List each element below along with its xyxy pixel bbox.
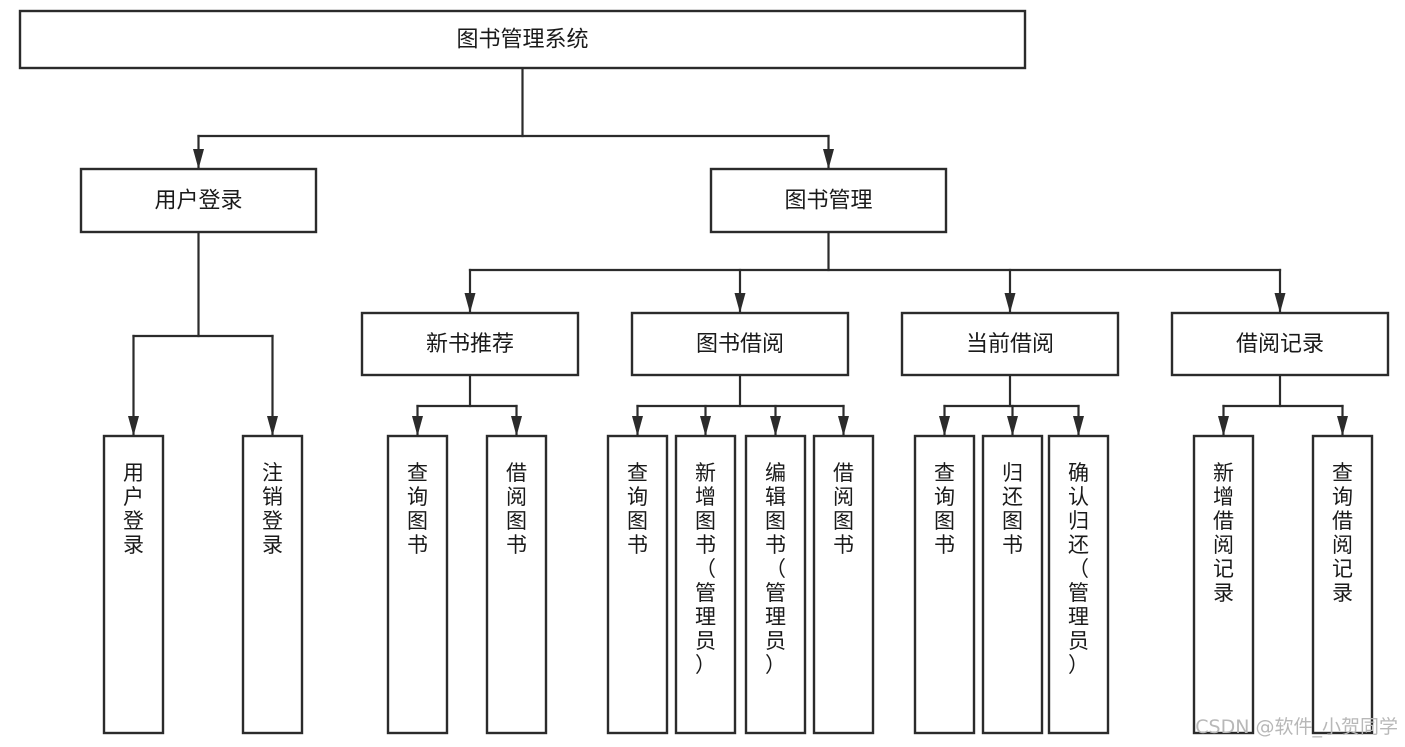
- arrow-head-user-login-0: [128, 416, 139, 436]
- node-box-confirm-return-admin[interactable]: [1047, 434, 1110, 735]
- node-label-user-login-do: 用户登录: [123, 461, 144, 557]
- node-label-query-books-current: 查询图书: [934, 461, 955, 557]
- node-label-return-books: 归还图书: [1002, 461, 1023, 557]
- node-label-root: 图书管理系统: [456, 28, 588, 53]
- node-box-new-book-recommend[interactable]: [360, 311, 580, 377]
- node-confirm-return-admin[interactable]: 确认归还（管理员）: [1047, 434, 1110, 735]
- node-label-borrow-records: 借阅记录: [1236, 332, 1324, 357]
- node-query-borrow-record[interactable]: 查询借阅记录: [1311, 434, 1374, 735]
- arrow-head-current-borrow-0: [939, 416, 950, 436]
- node-query-books-current[interactable]: 查询图书: [913, 434, 976, 735]
- node-label-edit-book-admin: 编辑图书（管理员）: [765, 461, 786, 677]
- node-book-management[interactable]: 图书管理: [709, 167, 948, 234]
- arrow-head-book-management-0: [464, 293, 476, 313]
- node-box-user-login[interactable]: [79, 167, 318, 234]
- node-box-add-book-admin[interactable]: [674, 434, 737, 735]
- node-borrow-records[interactable]: 借阅记录: [1170, 311, 1390, 377]
- node-box-add-borrow-record[interactable]: [1192, 434, 1255, 735]
- arrow-head-book-management-3: [1274, 293, 1286, 313]
- node-new-book-recommend[interactable]: 新书推荐: [360, 311, 580, 377]
- node-user-login-do[interactable]: 用户登录: [102, 434, 165, 735]
- node-box-borrow-books-recommend[interactable]: [485, 434, 548, 735]
- node-label-user-logout: 注销登录: [262, 461, 283, 557]
- node-label-current-borrow: 当前借阅: [966, 332, 1054, 357]
- node-box-edit-book-admin[interactable]: [744, 434, 807, 735]
- node-box-user-login-do[interactable]: [102, 434, 165, 735]
- node-label-borrow-books-recommend: 借阅图书: [506, 461, 527, 557]
- node-box-borrow-records[interactable]: [1170, 311, 1390, 377]
- node-root[interactable]: 图书管理系统: [18, 9, 1027, 70]
- arrow-head-user-login-1: [267, 416, 278, 436]
- node-box-borrow-book-action[interactable]: [812, 434, 875, 735]
- node-add-borrow-record[interactable]: 新增借阅记录: [1192, 434, 1255, 735]
- watermark-label: CSDN @软件_小贺同学: [1195, 716, 1398, 738]
- arrow-head-book-management-1: [734, 293, 746, 313]
- node-layer: 图书管理系统用户登录图书管理用户登录注销登录新书推荐查询图书借阅图书图书借阅查询…: [18, 9, 1390, 735]
- node-query-books-recommend[interactable]: 查询图书: [386, 434, 449, 735]
- node-label-borrow-book-action: 借阅图书: [833, 461, 854, 557]
- node-label-book-management: 图书管理: [784, 189, 872, 214]
- node-box-query-borrow-record[interactable]: [1311, 434, 1374, 735]
- arrow-head-new-book-recommend-0: [412, 416, 423, 436]
- node-edit-book-admin[interactable]: 编辑图书（管理员）: [744, 434, 807, 735]
- node-label-query-books-recommend: 查询图书: [407, 461, 428, 557]
- node-box-book-borrow[interactable]: [630, 311, 850, 377]
- node-label-user-login: 用户登录: [154, 189, 242, 214]
- arrow-head-book-borrow-3: [838, 416, 849, 436]
- node-label-confirm-return-admin: 确认归还（管理员）: [1068, 461, 1089, 677]
- node-box-query-books-borrow[interactable]: [606, 434, 669, 735]
- arrow-head-book-borrow-1: [700, 416, 711, 436]
- node-box-return-books[interactable]: [981, 434, 1044, 735]
- node-label-add-borrow-record: 新增借阅记录: [1213, 461, 1234, 605]
- node-user-logout[interactable]: 注销登录: [241, 434, 304, 735]
- node-label-query-borrow-record: 查询借阅记录: [1332, 461, 1353, 605]
- connector-layer: [128, 66, 1348, 437]
- node-box-book-management[interactable]: [709, 167, 948, 234]
- node-add-book-admin[interactable]: 新增图书（管理员）: [674, 434, 737, 735]
- node-box-root[interactable]: [18, 9, 1027, 70]
- node-borrow-book-action[interactable]: 借阅图书: [812, 434, 875, 735]
- node-label-book-borrow: 图书借阅: [696, 332, 784, 357]
- node-label-new-book-recommend: 新书推荐: [426, 332, 514, 357]
- arrow-head-book-management-2: [1004, 293, 1016, 313]
- node-box-user-logout[interactable]: [241, 434, 304, 735]
- node-book-borrow[interactable]: 图书借阅: [630, 311, 850, 377]
- node-user-login[interactable]: 用户登录: [79, 167, 318, 234]
- arrow-head-root-1: [823, 149, 834, 169]
- arrow-head-root-0: [193, 149, 204, 169]
- node-current-borrow[interactable]: 当前借阅: [900, 311, 1120, 377]
- arrow-head-borrow-records-0: [1218, 416, 1229, 436]
- arrow-head-current-borrow-1: [1007, 416, 1018, 436]
- arrow-head-new-book-recommend-1: [511, 416, 522, 436]
- node-borrow-books-recommend[interactable]: 借阅图书: [485, 434, 548, 735]
- node-query-books-borrow[interactable]: 查询图书: [606, 434, 669, 735]
- arrow-head-book-borrow-0: [632, 416, 643, 436]
- node-return-books[interactable]: 归还图书: [981, 434, 1044, 735]
- node-box-current-borrow[interactable]: [900, 311, 1120, 377]
- arrow-head-borrow-records-1: [1337, 416, 1348, 436]
- node-label-query-books-borrow: 查询图书: [627, 461, 648, 557]
- node-label-add-book-admin: 新增图书（管理员）: [695, 461, 716, 677]
- arrow-head-current-borrow-2: [1073, 416, 1084, 436]
- node-box-query-books-current[interactable]: [913, 434, 976, 735]
- arrow-head-book-borrow-2: [770, 416, 781, 436]
- node-box-query-books-recommend[interactable]: [386, 434, 449, 735]
